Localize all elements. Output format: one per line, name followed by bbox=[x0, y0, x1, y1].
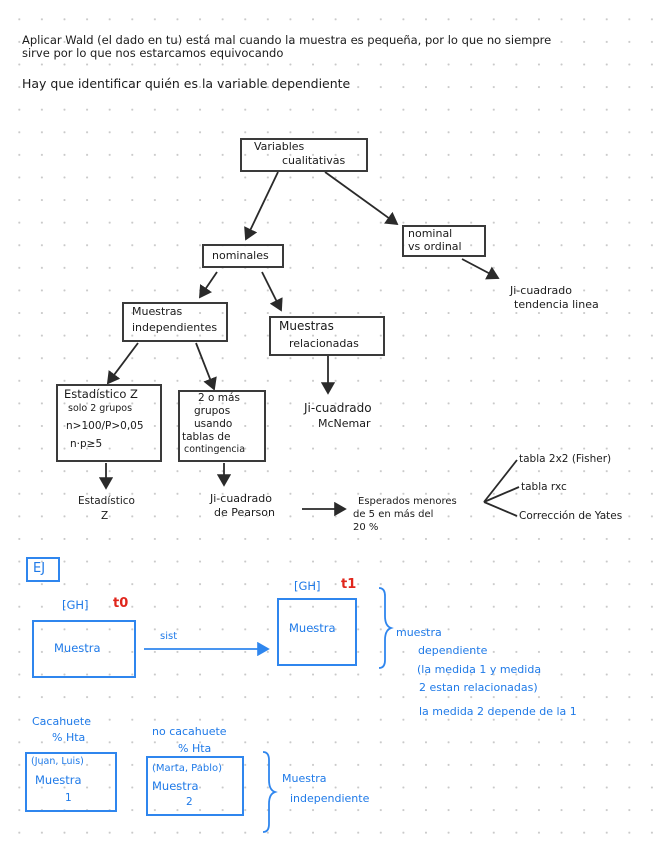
ji-cuadrado-mcnemar-line-1: Ji-cuadrado bbox=[304, 401, 372, 415]
intro-line-2: sirve por lo que nos estarcamos equivoca… bbox=[22, 46, 284, 60]
ji-cuadrado-tendencia-line-2: tendencia linea bbox=[514, 298, 599, 311]
dependiente-note-line-4: 2 estan relacionadas) bbox=[419, 681, 538, 694]
muestra-label: Muestra bbox=[54, 641, 101, 655]
estadistico-z-result-line-2: Z bbox=[101, 510, 109, 522]
node-muestras-independientes: Muestras independientes bbox=[122, 302, 228, 342]
arrow-ordinal-to-tendencia bbox=[461, 258, 500, 280]
ji-cuadrado-mcnemar-line-2: McNemar bbox=[318, 417, 371, 430]
node-label: tablas de bbox=[182, 431, 231, 443]
arrow-root-to-nominal-ordinal bbox=[324, 171, 399, 226]
muestra-label: Muestra bbox=[289, 621, 336, 635]
estadistico-z-result-line-1: Estadístico bbox=[78, 495, 135, 507]
node-nominal-vs-ordinal: nominal vs ordinal bbox=[402, 225, 486, 257]
node-label: grupos bbox=[194, 405, 231, 417]
esperados-line-1: Esperados menores bbox=[358, 496, 457, 507]
muestra-number: 2 bbox=[186, 796, 193, 808]
option-rxc: tabla rxc bbox=[521, 481, 567, 493]
node-muestras-relacionadas: Muestras relacionadas bbox=[269, 316, 385, 356]
arrow-indep-to-contingencia bbox=[195, 342, 217, 391]
node-label: n>100/P>0,05 bbox=[66, 420, 144, 432]
node-label: relacionadas bbox=[289, 337, 359, 350]
node-label: nominales bbox=[212, 249, 269, 262]
gh-label-t1: [GH] bbox=[294, 579, 321, 593]
branch-rxc bbox=[483, 486, 520, 503]
cacahuete-label-line-1: Cacahuete bbox=[32, 715, 92, 728]
group-names: (Marta, Pablo) bbox=[152, 763, 223, 774]
node-label: Muestras bbox=[132, 305, 183, 318]
node-label: 2 o más bbox=[198, 392, 240, 404]
node-label: usando bbox=[194, 418, 233, 430]
branch-yates bbox=[483, 501, 518, 517]
dependiente-note-line-5: la medida 2 depende de la 1 bbox=[419, 705, 577, 718]
dependiente-note-line-3: (la medida 1 y medida bbox=[417, 663, 542, 676]
arrow-root-to-nominales bbox=[244, 171, 279, 241]
example-label: EJ bbox=[33, 561, 46, 576]
node-label: vs ordinal bbox=[408, 240, 462, 253]
dependiente-note-line-1: muestra bbox=[396, 626, 442, 639]
intro-line-3: Hay que identificar quién es la variable… bbox=[22, 76, 351, 91]
time-label-t0: t0 bbox=[113, 596, 129, 611]
ji-cuadrado-pearson-line-1: Ji-cuadrado bbox=[210, 492, 272, 505]
node-label: contingencia bbox=[184, 444, 246, 455]
arrow-nominales-to-indep bbox=[198, 271, 218, 299]
node-label: independientes bbox=[132, 321, 218, 334]
ji-cuadrado-tendencia-line-1: Ji-cuadrado bbox=[510, 284, 572, 297]
time-label-t1: t1 bbox=[341, 577, 357, 592]
brace-independiente bbox=[262, 751, 278, 833]
node-label: Muestras bbox=[279, 319, 334, 333]
node-label: Estadístico Z bbox=[64, 387, 138, 401]
node-label: solo 2 grupos bbox=[68, 403, 133, 414]
node-label: cualitativas bbox=[282, 154, 346, 167]
group-names: (Juan, Luis) bbox=[31, 756, 84, 767]
no-cacahuete-label-line-2: % Hta bbox=[178, 742, 212, 755]
muestra-box-t0: Muestra bbox=[32, 620, 136, 678]
cacahuete-label-line-2: % Hta bbox=[52, 731, 86, 744]
no-cacahuete-label-line-1: no cacahuete bbox=[152, 725, 227, 738]
option-yates: Corrección de Yates bbox=[519, 510, 623, 522]
branch-fisher bbox=[483, 459, 518, 503]
ji-cuadrado-pearson-line-2: de Pearson bbox=[214, 506, 275, 519]
arrow-label-sist: sist bbox=[160, 631, 178, 642]
muestra-number: 1 bbox=[65, 792, 72, 804]
option-fisher: tabla 2x2 (Fisher) bbox=[519, 453, 612, 465]
arrow-indep-to-z bbox=[106, 342, 139, 385]
brace-dependiente bbox=[378, 587, 394, 669]
example-label-box: EJ bbox=[26, 557, 60, 582]
muestra-label: Muestra bbox=[35, 773, 82, 787]
intro-line-1: Aplicar Wald (el dado en tu) está mal cu… bbox=[22, 33, 552, 47]
gh-label-t0: [GH] bbox=[62, 598, 89, 612]
node-dos-o-mas-grupos: 2 o más grupos usando tablas de continge… bbox=[178, 390, 266, 462]
muestra-label: Muestra bbox=[152, 779, 199, 793]
node-label: Variables bbox=[254, 140, 305, 153]
node-label: n·p≥5 bbox=[70, 438, 103, 450]
node-estadistico-z-conditions: Estadístico Z solo 2 grupos n>100/P>0,05… bbox=[56, 384, 162, 462]
independiente-note-line-1: Muestra bbox=[282, 772, 327, 785]
node-label: nominal bbox=[408, 227, 453, 240]
node-variables-cualitativas: Variables cualitativas bbox=[240, 138, 368, 172]
independiente-note-line-2: independiente bbox=[290, 792, 370, 805]
muestra-box-t1: Muestra bbox=[277, 598, 357, 666]
esperados-line-2: de 5 en más del bbox=[353, 509, 434, 520]
arrow-nominales-to-rel bbox=[261, 271, 283, 312]
muestra-2-box: (Marta, Pablo) Muestra 2 bbox=[146, 756, 244, 816]
muestra-1-box: (Juan, Luis) Muestra 1 bbox=[25, 752, 117, 812]
esperados-line-3: 20 % bbox=[353, 522, 379, 533]
dependiente-note-line-2: dependiente bbox=[418, 644, 488, 657]
node-nominales: nominales bbox=[202, 244, 284, 268]
